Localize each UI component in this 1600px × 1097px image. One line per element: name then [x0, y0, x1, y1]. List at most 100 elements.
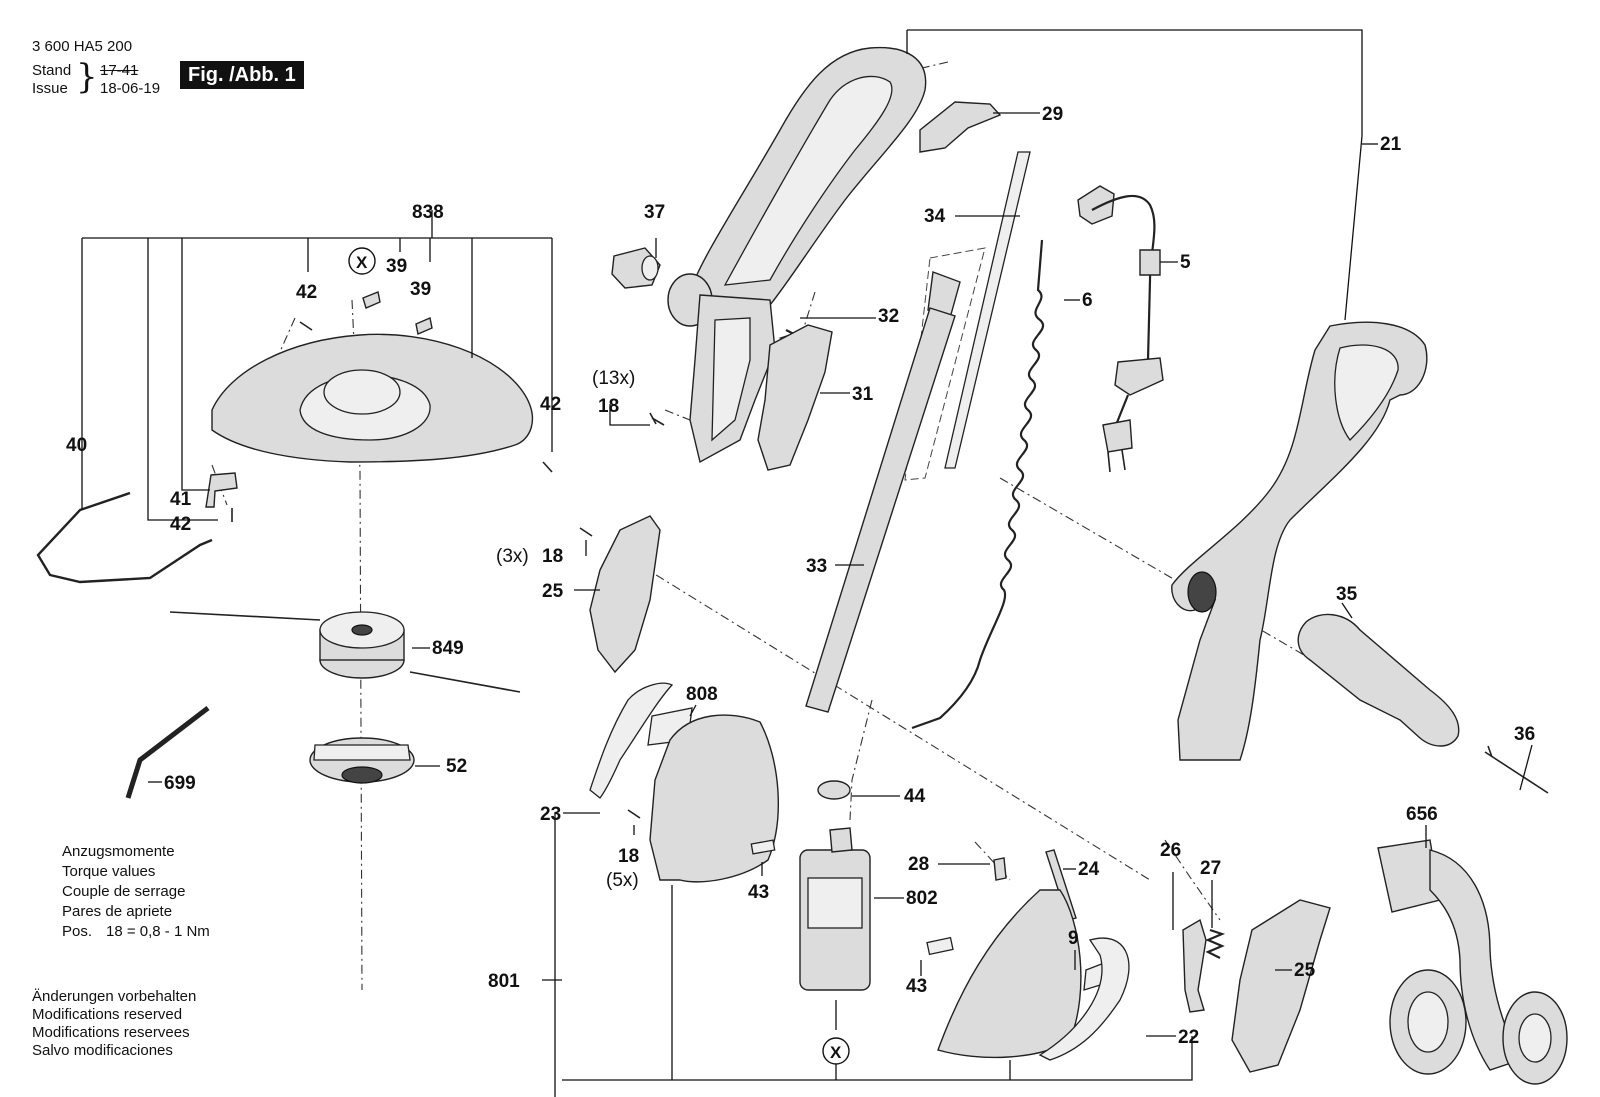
callout-6: 6 — [1082, 290, 1093, 311]
part-deflector — [1038, 937, 1130, 1061]
torque-line-fr: Couple de serrage — [62, 883, 186, 900]
part-auxiliary-grip — [1297, 613, 1460, 747]
part-lower-handle — [1171, 321, 1428, 761]
brace-symbol: } — [76, 57, 98, 97]
callout-35: 35 — [1336, 584, 1358, 605]
callout-36: 36 — [1514, 724, 1535, 745]
callout-13x: (13x) — [592, 368, 635, 389]
part-bracket-41 — [205, 472, 238, 508]
callout-27: 27 — [1200, 858, 1221, 879]
part-pad-43-upper — [750, 839, 776, 855]
part-upper-handle — [667, 46, 927, 464]
part-coiled-cable — [911, 239, 1044, 730]
stand-value: 17-41 — [100, 62, 139, 79]
part-pin-28 — [993, 857, 1007, 881]
part-knob — [611, 247, 661, 289]
torque-line-en: Torque values — [62, 863, 156, 880]
part-main-shaft — [805, 307, 956, 713]
callout-5x: (5x) — [606, 870, 639, 891]
part-clip — [919, 101, 1002, 153]
part-spool-cap — [309, 737, 415, 784]
change-notes: Änderungen vorbehalten Modifications res… — [32, 988, 196, 1060]
part-long-bolt — [1484, 745, 1549, 794]
part-wheel-kit — [1377, 839, 1568, 1085]
change-line-fr: Modifications reservees — [32, 1024, 190, 1041]
part-latch-26 — [1182, 918, 1207, 1013]
stand-label: Stand — [32, 62, 72, 79]
callout-43-upper: 43 — [748, 882, 769, 903]
part-screw-42-right — [542, 461, 553, 473]
callout-52: 52 — [446, 756, 467, 777]
callout-5: 5 — [1180, 252, 1191, 273]
document-number: 3 600 HA5 200 — [32, 38, 133, 55]
part-switch-housing — [757, 324, 833, 471]
part-wire-guard — [36, 491, 213, 584]
part-clamp-39-right — [415, 317, 433, 335]
callout-42-top: 42 — [296, 282, 317, 303]
callout-39-left: 39 — [386, 256, 407, 277]
callout-18-low: 18 — [618, 846, 639, 867]
part-screw-13x — [649, 412, 665, 426]
torque-line-es: Pares de apriete — [62, 903, 173, 920]
callout-808: 808 — [686, 684, 718, 705]
part-motor — [799, 827, 871, 991]
marker-circle-x-bottom — [822, 1037, 850, 1065]
part-clamp-39-left — [362, 291, 381, 309]
part-inner-rod — [944, 151, 1031, 469]
callout-838: 838 — [412, 202, 444, 223]
callout-41: 41 — [170, 489, 192, 510]
callout-31: 31 — [852, 384, 874, 405]
callout-26: 26 — [1160, 840, 1181, 861]
callout-802: 802 — [906, 888, 938, 909]
callout-labels: 21 29 37 34 5 6 838 X 39 39 42 42 42 32 … — [66, 104, 1535, 1065]
part-cover-25-upper — [589, 515, 661, 674]
part-power-cable — [1077, 185, 1164, 473]
change-line-de: Änderungen vorbehalten — [32, 988, 197, 1005]
pos-label: Pos. — [62, 923, 93, 940]
part-screw-3x — [579, 527, 593, 537]
callout-34: 34 — [924, 206, 946, 227]
marker-x-bottom: X — [830, 1043, 842, 1062]
callout-33: 33 — [806, 556, 827, 577]
part-cover-25-lower — [1231, 899, 1331, 1073]
part-screw-5x — [627, 809, 641, 819]
part-motor-housing-half — [649, 714, 779, 883]
part-spring-27 — [1205, 928, 1226, 959]
callout-9: 9 — [1068, 928, 1079, 949]
callout-32: 32 — [878, 306, 899, 327]
torque-notes: Anzugsmomente Torque values Couple de se… — [62, 842, 210, 942]
callout-23: 23 — [540, 804, 561, 825]
callout-24: 24 — [1078, 859, 1100, 880]
pos-value: 18 = 0,8 - 1 Nm — [106, 923, 210, 940]
part-screw-42-left — [299, 321, 313, 331]
callout-22: 22 — [1178, 1027, 1199, 1048]
change-line-es: Salvo modificaciones — [32, 1042, 173, 1059]
callout-699: 699 — [164, 773, 196, 794]
callout-39-right: 39 — [410, 279, 431, 300]
callout-849: 849 — [432, 638, 464, 659]
issue-label: Issue — [32, 80, 68, 97]
callout-18-mid: 18 — [542, 546, 563, 567]
callout-37: 37 — [644, 202, 665, 223]
callout-28: 28 — [908, 854, 929, 875]
change-line-en: Modifications reserved — [32, 1006, 183, 1023]
leader-lines — [81, 29, 1533, 1097]
callout-44: 44 — [904, 786, 926, 807]
callout-42-right: 42 — [540, 394, 561, 415]
callout-42-lower: 42 — [170, 514, 191, 535]
torque-line-de: Anzugsmomente — [62, 843, 175, 860]
marker-x-top: X — [356, 253, 368, 272]
callout-801: 801 — [488, 971, 520, 992]
part-allen-key — [125, 706, 210, 799]
callout-25-upper: 25 — [542, 581, 564, 602]
part-pad-43-lower — [926, 936, 954, 956]
part-side-cap — [589, 682, 674, 799]
part-spool — [169, 611, 521, 693]
callout-21: 21 — [1380, 134, 1402, 155]
marker-circle-x-top — [348, 247, 376, 275]
figure-badge: Fig. /Abb. 1 — [180, 61, 304, 89]
issue-date: 18-06-19 — [100, 80, 161, 97]
part-cap-44 — [817, 780, 851, 800]
callout-40: 40 — [66, 435, 87, 456]
